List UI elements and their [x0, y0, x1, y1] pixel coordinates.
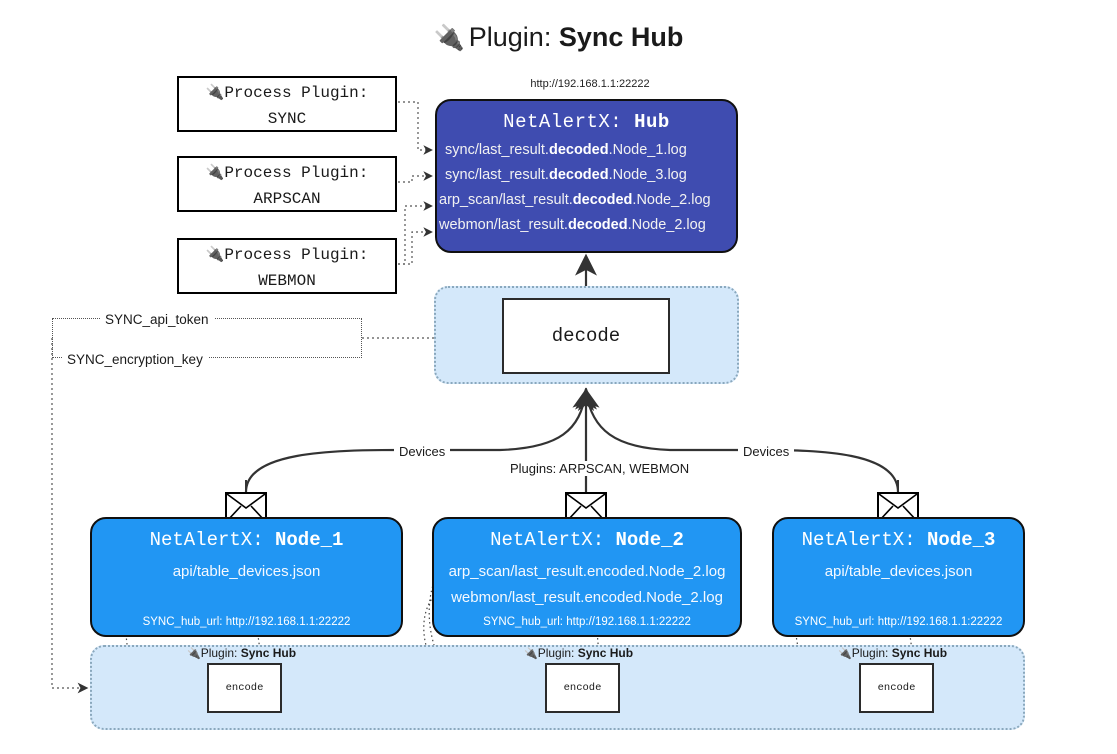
plug-icon: 🔌: [838, 647, 852, 660]
process-plugin-webmon-name: WEBMON: [258, 272, 316, 290]
plug-icon: 🔌: [205, 163, 225, 181]
plug-icon: 🔌: [205, 83, 225, 101]
page-title-strong: Sync Hub: [558, 22, 684, 52]
node-1-lines: api/table_devices.json: [92, 559, 401, 585]
hub-log-item: arp_scan/last_result.decoded.Node_2.log: [439, 192, 711, 208]
decode-box[interactable]: decode: [502, 298, 670, 374]
process-plugin-arpscan-title: 🔌Process Plugin:: [205, 163, 369, 182]
node-line: api/table_devices.json: [172, 563, 321, 580]
process-plugin-sync[interactable]: 🔌Process Plugin: SYNC: [177, 76, 397, 132]
hub-log-item: sync/last_result.decoded.Node_1.log: [445, 142, 687, 158]
hub-log-item: sync/last_result.decoded.Node_3.log: [445, 167, 687, 183]
node-2-hub-url: SYNC_hub_url: http://192.168.1.1:22222: [483, 616, 691, 628]
node-line: api/table_devices.json: [824, 563, 973, 580]
node-3-lines: api/table_devices.json: [774, 559, 1023, 585]
plug-icon: 🔌: [433, 24, 465, 52]
encoder-3-label: 🔌Plugin: Sync Hub: [838, 646, 948, 660]
hub-node[interactable]: NetAlertX: Hub sync/last_result.decoded.…: [435, 99, 738, 253]
node-2[interactable]: NetAlertX: Node_2 arp_scan/last_result.e…: [432, 517, 742, 637]
encode-box-node-2[interactable]: encode: [545, 663, 620, 713]
process-plugin-sync-title: 🔌Process Plugin:: [205, 83, 369, 102]
secret-encryption-key-label: SYNC_encryption_key: [62, 352, 208, 367]
encoder-2-label: 🔌Plugin: Sync Hub: [524, 646, 634, 660]
plug-icon: 🔌: [205, 245, 225, 263]
node-3[interactable]: NetAlertX: Node_3 api/table_devices.json…: [772, 517, 1025, 637]
hub-log-list: sync/last_result.decoded.Node_1.log sync…: [437, 138, 736, 238]
node-2-header: NetAlertX: Node_2: [490, 529, 684, 551]
node-line: webmon/last_result.encoded.Node_2.log: [451, 589, 723, 606]
hub-url-label: http://192.168.1.1:22222: [530, 78, 650, 90]
edge-label-plugins-center: Plugins: ARPSCAN, WEBMON: [505, 461, 695, 476]
node-2-lines: arp_scan/last_result.encoded.Node_2.log …: [434, 559, 740, 611]
hub-log-item: webmon/last_result.decoded.Node_2.log: [439, 217, 706, 233]
process-plugin-webmon-title: 🔌Process Plugin:: [205, 245, 369, 264]
process-plugin-arpscan[interactable]: 🔌Process Plugin: ARPSCAN: [177, 156, 397, 212]
secret-api-token-label: SYNC_api_token: [100, 312, 214, 327]
node-3-hub-url: SYNC_hub_url: http://192.168.1.1:22222: [794, 616, 1003, 628]
plug-icon: 🔌: [187, 647, 201, 660]
node-line: arp_scan/last_result.encoded.Node_2.log: [448, 563, 726, 580]
encode-box-node-1[interactable]: encode: [207, 663, 282, 713]
process-plugin-arpscan-name: ARPSCAN: [253, 190, 321, 208]
encoder-1-label: 🔌Plugin: Sync Hub: [187, 646, 297, 660]
encode-box-node-3[interactable]: encode: [859, 663, 934, 713]
edge-label-devices-left: Devices: [394, 444, 451, 459]
page-title-lead: Plugin:: [468, 22, 559, 52]
node-1[interactable]: NetAlertX: Node_1 api/table_devices.json…: [90, 517, 403, 637]
node-1-hub-url: SYNC_hub_url: http://192.168.1.1:22222: [142, 616, 351, 628]
process-plugin-webmon[interactable]: 🔌Process Plugin: WEBMON: [177, 238, 397, 294]
process-plugin-sync-name: SYNC: [267, 110, 307, 128]
node-3-header: NetAlertX: Node_3: [801, 529, 996, 551]
page-title: 🔌Plugin: Sync Hub: [0, 16, 1117, 59]
node-1-header: NetAlertX: Node_1: [149, 529, 344, 551]
edge-label-devices-right: Devices: [738, 444, 795, 459]
plug-icon: 🔌: [524, 647, 538, 660]
hub-header: NetAlertX: Hub: [503, 111, 670, 133]
